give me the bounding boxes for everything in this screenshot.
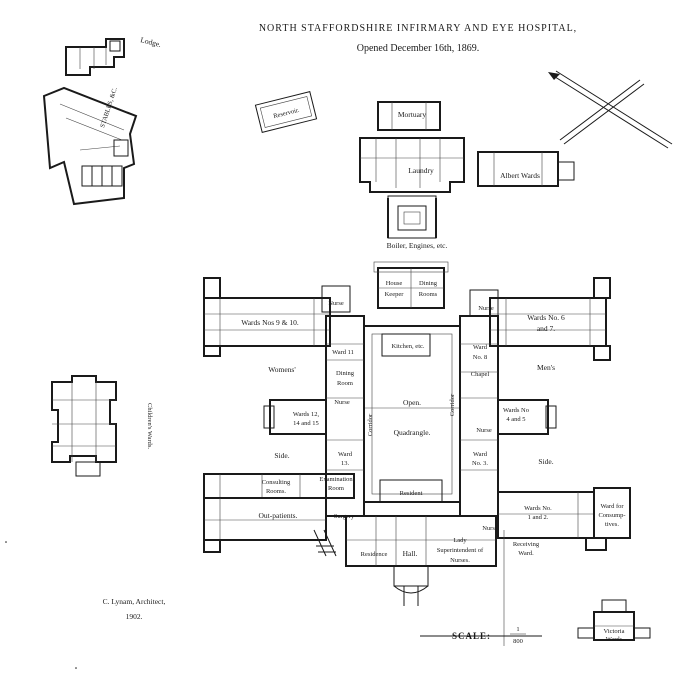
chapel-label: Chapel: [471, 371, 490, 378]
consulting-rooms-label-2: Rooms.: [266, 488, 286, 495]
wards-4-5-label: Wards No: [503, 407, 529, 414]
corridor-right-label: Corridor: [449, 393, 456, 416]
ward-13-label-2: 13.: [341, 460, 350, 467]
nurse-top-left-label: Nurse: [328, 300, 344, 307]
hall-label: Hall.: [403, 549, 418, 558]
nurse-mid-right-label: Nurse: [476, 427, 492, 434]
surgery-label: Surgery: [334, 513, 355, 520]
ward-11-label: Ward 11: [332, 349, 354, 356]
ward-for-consumptives-label-3: tives.: [605, 521, 619, 528]
boiler-label: Boiler, Engines, etc.: [387, 241, 448, 250]
albert-wards-label: Albert Wards: [500, 171, 540, 180]
mens-label: Men's: [537, 363, 555, 372]
lodge-building: [65, 38, 125, 76]
residence-label: Residence: [361, 551, 388, 558]
consulting-rooms-label: Consulting: [262, 479, 291, 486]
dining-rooms-label-2: Rooms: [419, 291, 438, 298]
nurse-mid-left-label: Nurse: [334, 399, 350, 406]
year-label: 1902.: [126, 612, 143, 621]
wards-4-5-label-2: 4 and 5: [506, 416, 525, 423]
scale-numerator: 1: [516, 626, 519, 633]
receiving-ward-label-2: Ward.: [518, 550, 534, 557]
side-left-label: Side.: [274, 451, 289, 460]
examination-room-label-2: Room: [328, 485, 344, 492]
dining-room-label-2: Room: [337, 380, 353, 387]
victoria-wards-label-2: Wards: [606, 636, 623, 643]
reservoir-label: Reservoir.: [273, 107, 301, 120]
stables-building: [42, 86, 138, 206]
receiving-ward-label: Receiving: [513, 541, 540, 548]
lady-superintendent-label: Lady: [453, 537, 467, 544]
main-building: [203, 261, 631, 606]
plan-title: NORTH STAFFORDSHIRE INFIRMARY AND EYE HO…: [259, 23, 577, 34]
examination-room-label: Examination: [319, 476, 353, 483]
architect-label: C. Lynam, Architect,: [103, 597, 166, 606]
wards-6-7-label-2: and 7.: [537, 324, 555, 333]
albert-wards: [477, 151, 575, 187]
dining-room-label: Dining: [336, 370, 355, 377]
scale-label: SCALE:: [452, 631, 491, 641]
ward-13-label: Ward: [338, 451, 353, 458]
laundry-label: Laundry: [408, 166, 434, 175]
house-keeper-label-2: Keeper: [385, 291, 405, 298]
ward-8-label-2: No. 8: [473, 354, 487, 361]
nurse-bottom-right-label: Nurse: [482, 525, 498, 532]
scale-denominator: 800: [513, 638, 523, 645]
mortuary-label: Mortuary: [398, 110, 427, 119]
wards-6-7-label: Wards No. 6: [527, 313, 565, 322]
side-right-label: Side.: [538, 457, 553, 466]
nurse-top-right-label: Nurse: [478, 305, 494, 312]
quadrangle-label: Quadrangle.: [394, 428, 431, 437]
victoria-wards: [577, 599, 651, 641]
wards-9-10-label: Wards Nos 9 & 10.: [241, 318, 299, 327]
ward-8-label: Ward: [473, 344, 488, 351]
wards-12-label-2: 14 and 15: [293, 420, 319, 427]
lady-superintendent-label-2: Superintendent of: [437, 547, 484, 554]
ward-for-consumptives-label-2: Consump-: [598, 512, 625, 519]
wards-12-label: Wards 12,: [293, 411, 320, 418]
lady-superintendent-label-3: Nurses.: [450, 557, 470, 564]
reservoir: Reservoir.: [254, 91, 318, 133]
ward-no-3-label: Ward: [473, 451, 488, 458]
ward-for-consumptives-label: Ward for: [600, 503, 624, 510]
outpatients-label: Out-patients.: [259, 511, 298, 520]
ward-no-3-label-2: No. 3.: [472, 460, 488, 467]
laundry-block: [359, 101, 465, 239]
victoria-wards-label: Victoria: [604, 628, 625, 635]
plan-subtitle: Opened December 16th, 1869.: [357, 43, 479, 54]
compass-icon: [548, 70, 673, 149]
childrens-wards: [51, 375, 117, 477]
wards-1-2-label: Wards No.: [524, 505, 552, 512]
open-label: Open.: [403, 398, 421, 407]
wards-1-2-label-2: 1 and 2.: [528, 514, 549, 521]
house-keeper-label: House: [386, 280, 403, 287]
kitchen-label: Kitchen, etc.: [391, 343, 424, 350]
corridor-left-label: Corridor: [367, 413, 374, 436]
childrens-wards-label: Children's Wards.: [146, 403, 153, 449]
dining-rooms-label: Dining: [419, 280, 438, 287]
resident-label: Resident: [400, 490, 423, 497]
lodge-label: Lodge.: [140, 35, 163, 49]
womens-label: Womens': [268, 365, 296, 374]
